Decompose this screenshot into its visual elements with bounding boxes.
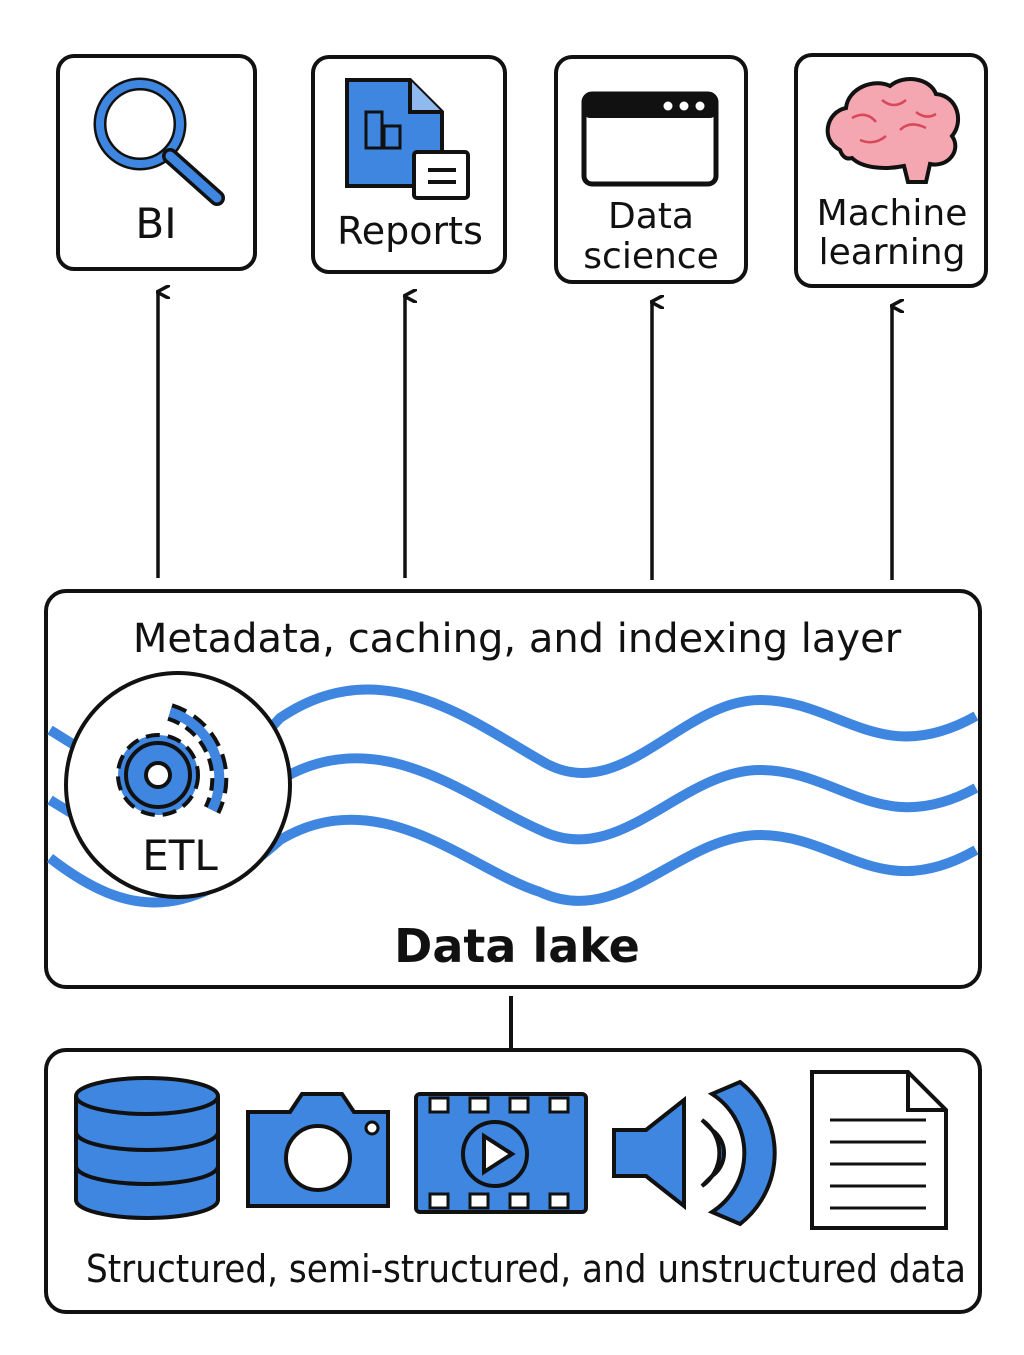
data-lake-box: Metadata, caching, and indexing layer ET… [44,589,982,989]
sources-label: Structured, semi-structured, and unstruc… [86,1247,966,1291]
consumer-label: Machine [817,193,968,234]
lake-label: Data lake [394,919,640,973]
speaker-icon [612,1079,777,1227]
consumer-label: BI [135,199,176,248]
browser-window-icon [581,91,719,187]
report-document-icon [345,78,470,200]
gears-icon [116,703,229,817]
consumer-data-science: Data science [554,55,748,284]
consumer-label: learning [819,232,966,273]
consumer-reports: Reports [311,55,507,274]
video-icon [414,1092,588,1214]
consumer-label: Data [608,196,694,237]
consumer-label: science [583,236,718,277]
layer-title: Metadata, caching, and indexing layer [133,616,902,662]
camera-icon [246,1092,390,1208]
consumer-bi: BI [56,54,257,271]
sources-box: Structured, semi-structured, and unstruc… [44,1048,982,1314]
etl-label: ETL [142,831,218,880]
magnifier-icon [93,77,225,206]
consumer-label: Reports [337,209,483,253]
database-icon [74,1076,220,1220]
document-icon [810,1070,948,1230]
arrows [158,292,892,580]
brain-icon [825,77,961,184]
etl-circle: ETL [64,671,292,899]
consumer-machine-learning: Machine learning [794,53,988,288]
